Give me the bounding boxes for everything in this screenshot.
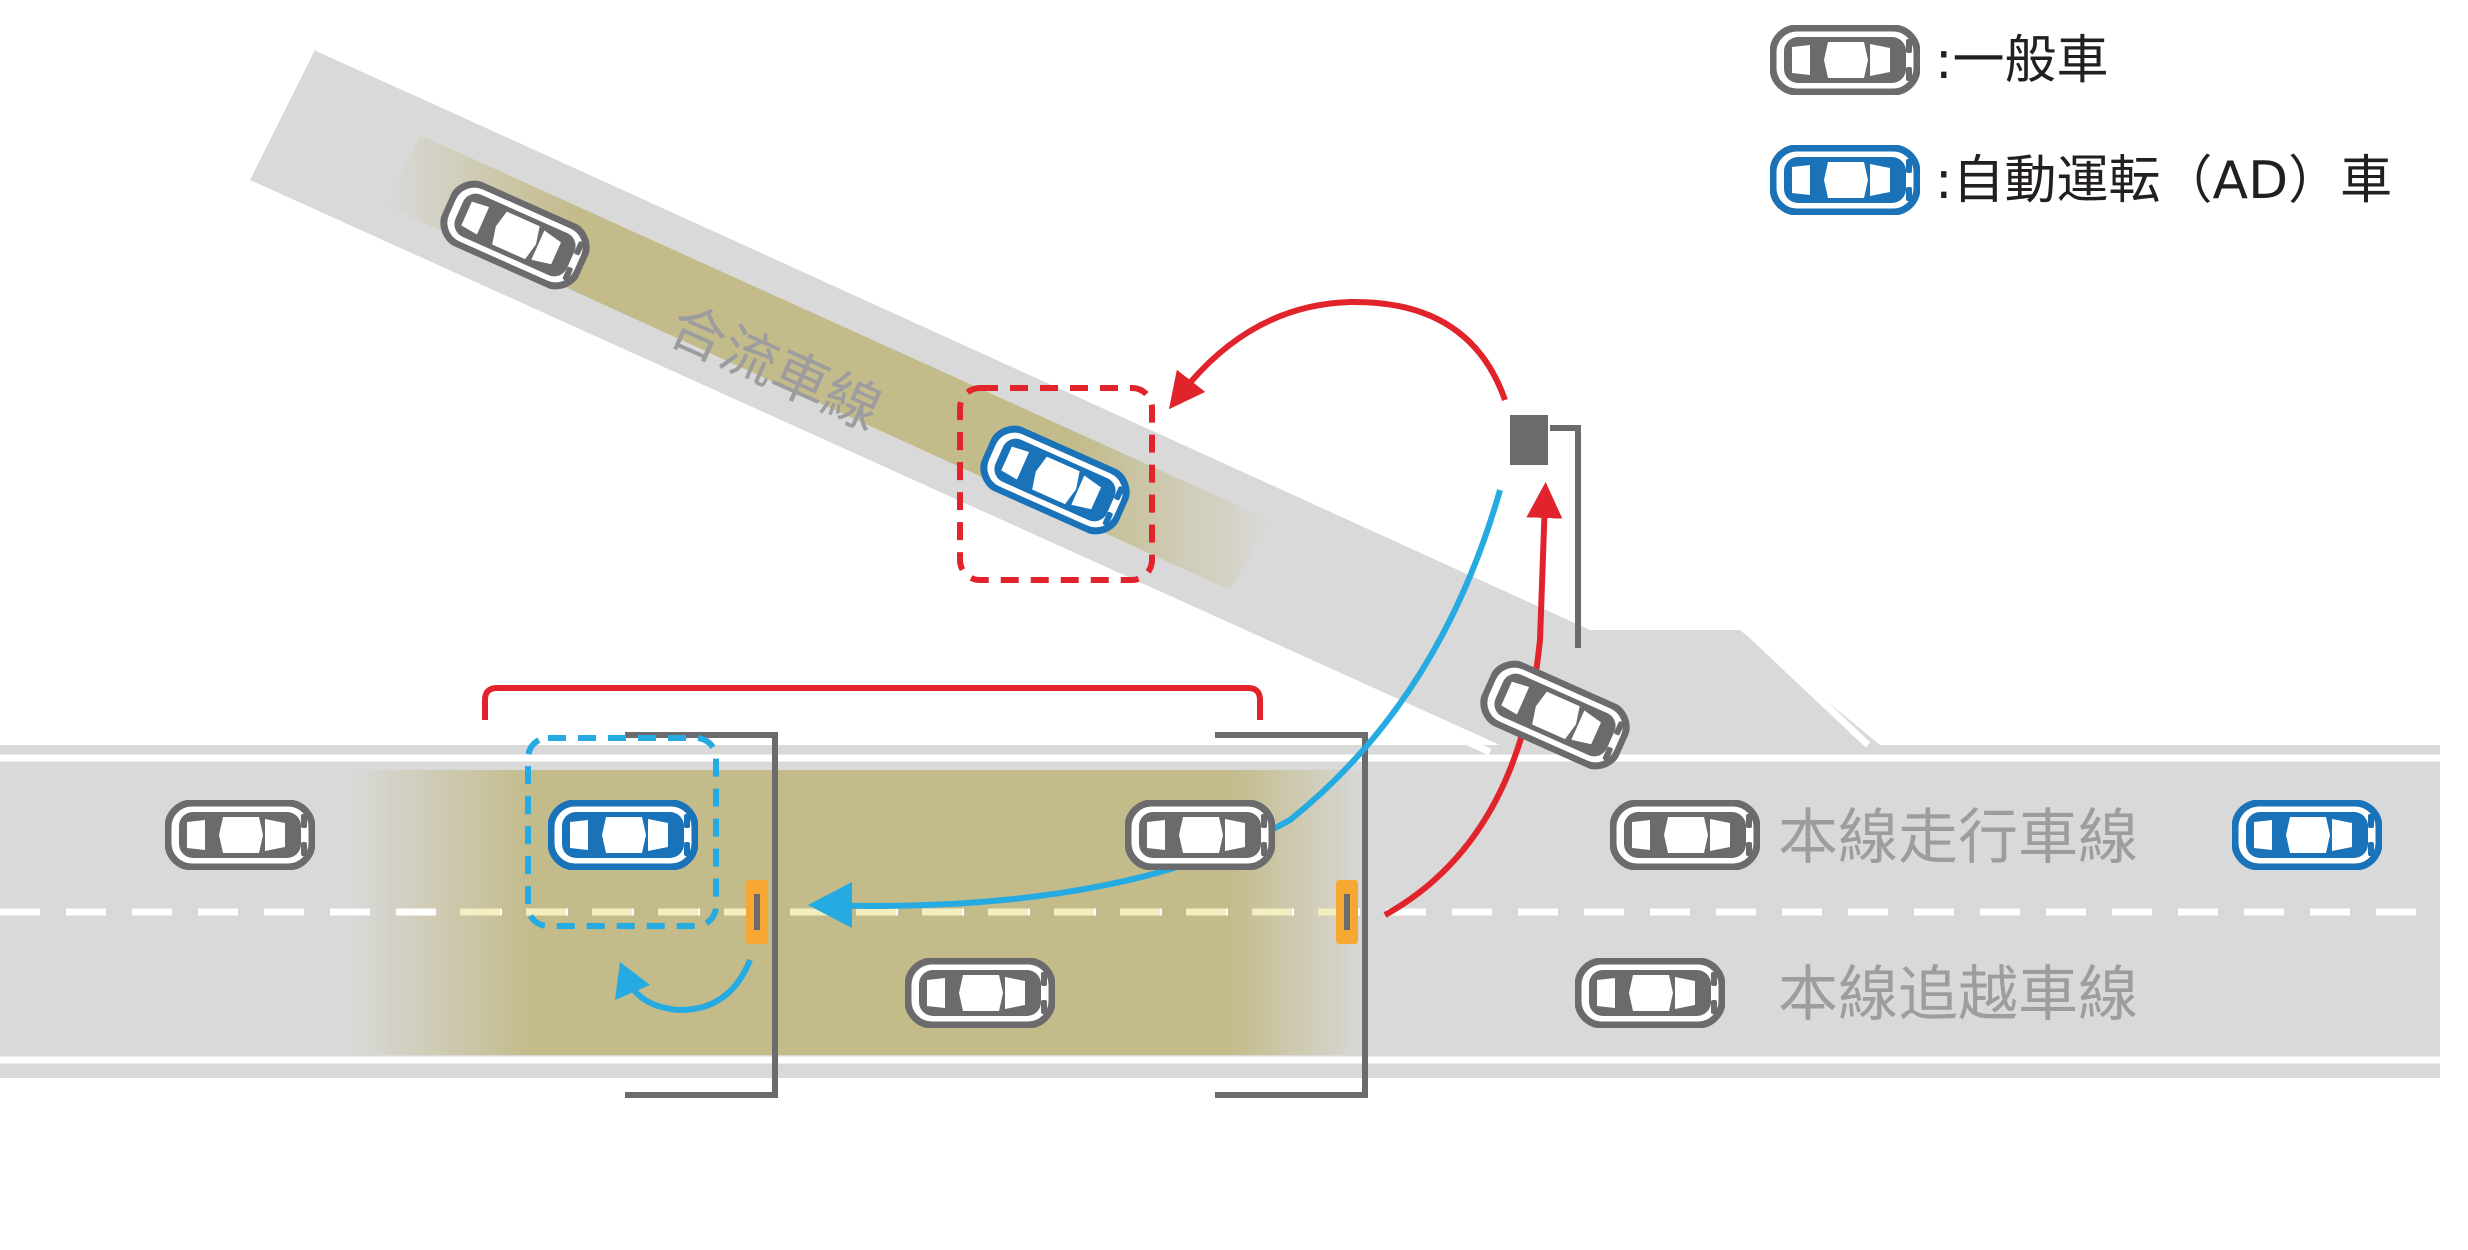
sensor-icon (1510, 415, 1548, 465)
regular-car-passing-1 (908, 961, 1052, 1025)
main-driving-lane-label: 本線走行車線 (1778, 803, 2138, 873)
legend: :一般車 :自動運転（AD）車 (1773, 28, 2392, 212)
blue-lane-change-arrow (627, 958, 753, 1014)
red-arrow-to-merge-car (1168, 298, 1508, 410)
main-car-focus-box (525, 735, 719, 929)
merge-zone-bracket (482, 685, 1263, 720)
legend-ad-car-icon (1773, 148, 1917, 212)
ad-car-driving-far (2235, 803, 2379, 867)
zone-bracket-left (625, 732, 778, 1098)
sensor-left (746, 880, 768, 944)
blue-arrow-head (808, 882, 852, 928)
sensor-right (1336, 880, 1358, 944)
merge-road (250, 44, 1880, 756)
regular-car-driving-1 (168, 803, 312, 867)
regular-car-driving-2 (1128, 803, 1272, 867)
regular-car-driving-3 (1613, 803, 1757, 867)
regular-car-passing-2 (1578, 961, 1722, 1025)
legend-ad-label: :自動運転（AD）車 (1935, 151, 2392, 211)
legend-regular-label: :一般車 (1935, 31, 2109, 91)
ad-car-driving (551, 803, 695, 867)
blue-arrow-to-main-lane (814, 489, 1503, 909)
legend-regular-car-icon (1773, 28, 1917, 92)
merge-car-focus-box (957, 385, 1155, 583)
pole-icon (1510, 415, 1581, 648)
zone-bracket-right (1215, 732, 1368, 1098)
main-passing-lane-label: 本線追越車線 (1778, 960, 2138, 1030)
